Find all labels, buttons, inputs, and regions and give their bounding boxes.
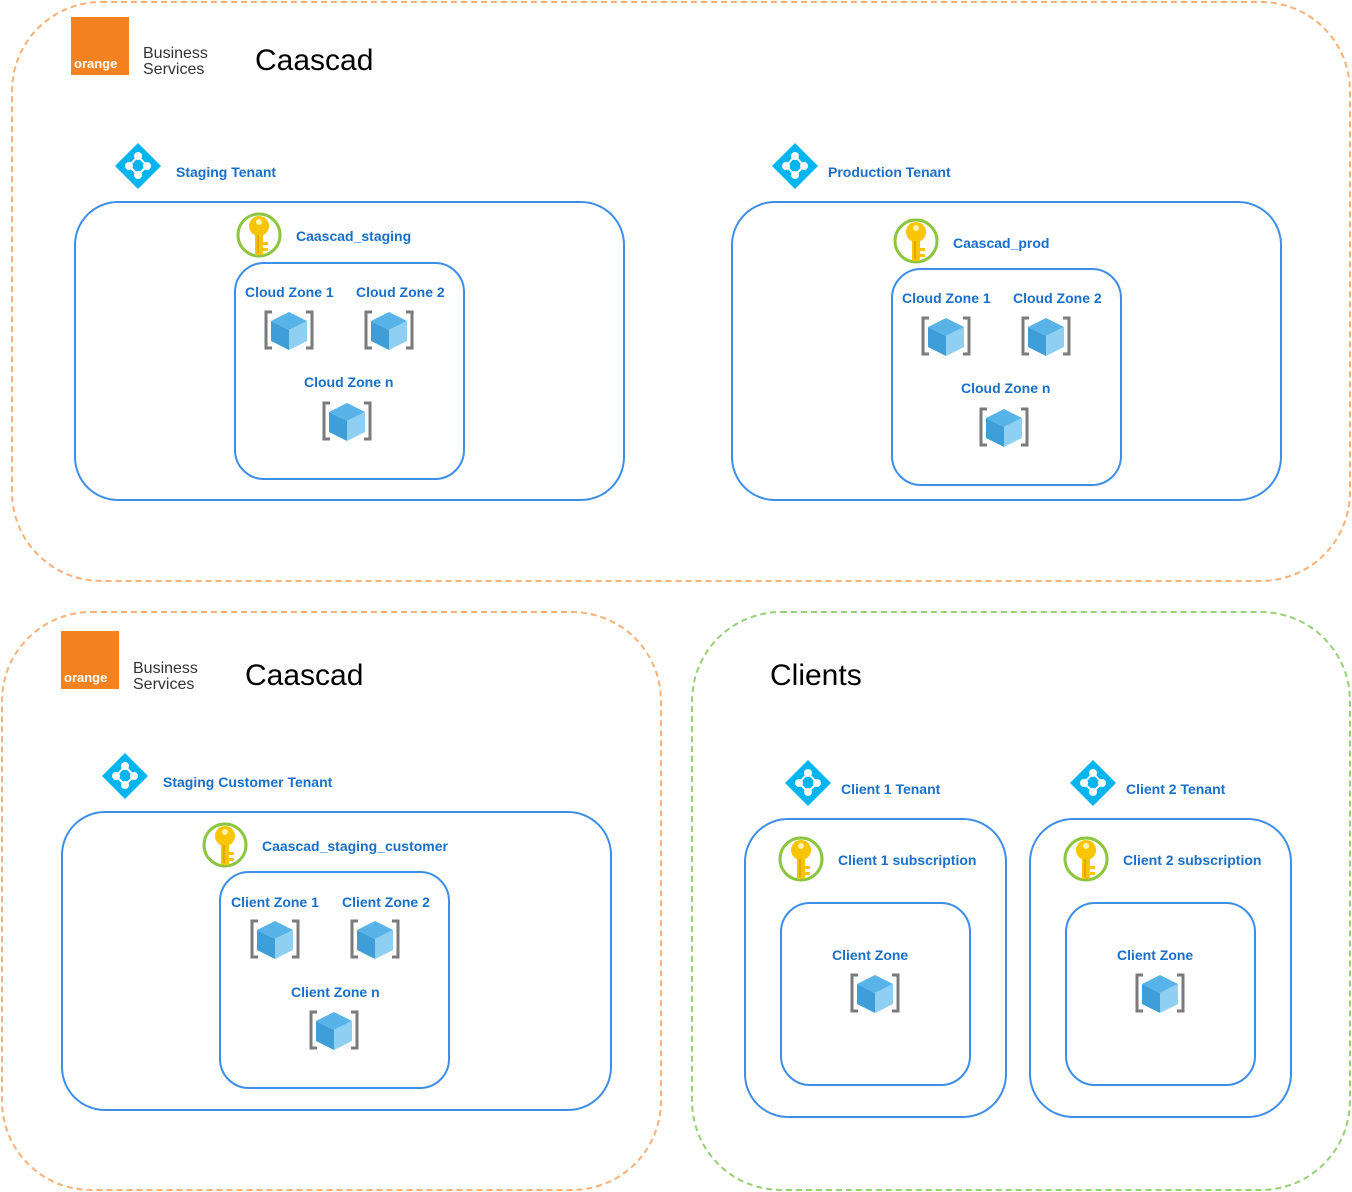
cube-resource-icon bbox=[1020, 314, 1072, 358]
cube-resource-icon bbox=[849, 971, 901, 1015]
staging-customer-tenant-box bbox=[61, 811, 612, 1111]
group-title: Clients bbox=[770, 659, 862, 692]
subscription-label: Client 2 subscription bbox=[1123, 852, 1262, 868]
production-tenant-label: Production Tenant bbox=[828, 164, 951, 180]
orange-logo: orange bbox=[61, 631, 119, 689]
key-icon bbox=[1062, 835, 1110, 883]
zone-label: Client Zone n bbox=[291, 984, 380, 1000]
caascad-bottom-group bbox=[1, 611, 662, 1191]
zone-label: Cloud Zone 1 bbox=[245, 284, 334, 300]
clients-group bbox=[691, 611, 1351, 1191]
key-icon bbox=[201, 821, 249, 869]
zones-box bbox=[780, 902, 971, 1086]
staging-tenant-box bbox=[74, 201, 625, 501]
zone-label: Client Zone 2 bbox=[342, 894, 430, 910]
staging-customer-tenant-label: Staging Customer Tenant bbox=[163, 774, 333, 790]
zone-label: Cloud Zone n bbox=[961, 380, 1051, 396]
client2-tenant-box bbox=[1029, 818, 1292, 1118]
zone-label: Client Zone bbox=[832, 947, 909, 963]
cube-resource-icon bbox=[263, 308, 315, 352]
business-services-line1: Business bbox=[143, 45, 208, 62]
cube-resource-icon bbox=[363, 308, 415, 352]
zone-label: Cloud Zone n bbox=[304, 374, 394, 390]
zone-label: Cloud Zone 1 bbox=[902, 290, 991, 306]
zones-box bbox=[219, 871, 450, 1089]
subscription-label: Client 1 subscription bbox=[838, 852, 977, 868]
zone-label: Client Zone bbox=[1117, 947, 1194, 963]
azure-ad-tenant-icon bbox=[1069, 759, 1117, 807]
cube-resource-icon bbox=[920, 314, 972, 358]
zone-label: Client Zone 1 bbox=[231, 894, 319, 910]
client2-tenant-label: Client 2 Tenant bbox=[1126, 781, 1226, 797]
cube-resource-icon bbox=[308, 1008, 360, 1052]
staging-tenant-label: Staging Tenant bbox=[176, 164, 277, 180]
orange-logo: orange bbox=[71, 17, 129, 75]
cube-resource-icon bbox=[978, 405, 1030, 449]
subscription-label: Caascad_prod bbox=[953, 235, 1050, 251]
zones-box bbox=[1065, 902, 1256, 1086]
production-tenant-box bbox=[731, 201, 1282, 501]
group-title: Caascad bbox=[245, 659, 364, 692]
zone-label: Cloud Zone 2 bbox=[1013, 290, 1102, 306]
zone-label: Cloud Zone 2 bbox=[356, 284, 445, 300]
group-title: Caascad bbox=[255, 44, 374, 77]
cube-resource-icon bbox=[321, 399, 373, 443]
business-services-line1: Business bbox=[133, 660, 198, 677]
subscription-label: Caascad_staging_customer bbox=[262, 838, 448, 854]
azure-ad-tenant-icon bbox=[784, 759, 832, 807]
business-services-line2: Services bbox=[143, 61, 205, 78]
subscription-label: Caascad_staging bbox=[296, 228, 412, 244]
azure-ad-tenant-icon bbox=[101, 752, 149, 800]
caascad-top-group bbox=[11, 1, 1351, 582]
key-icon bbox=[777, 835, 825, 883]
client1-tenant-box bbox=[744, 818, 1007, 1118]
business-services-line2: Services bbox=[133, 676, 195, 693]
key-icon bbox=[892, 217, 940, 265]
azure-ad-tenant-icon bbox=[771, 142, 819, 190]
cube-resource-icon bbox=[349, 917, 401, 961]
cube-resource-icon bbox=[249, 917, 301, 961]
client1-tenant-label: Client 1 Tenant bbox=[841, 781, 941, 797]
cube-resource-icon bbox=[1134, 971, 1186, 1015]
zones-box bbox=[891, 268, 1122, 486]
key-icon bbox=[235, 211, 283, 259]
zones-box bbox=[234, 262, 465, 480]
azure-ad-tenant-icon bbox=[114, 142, 162, 190]
